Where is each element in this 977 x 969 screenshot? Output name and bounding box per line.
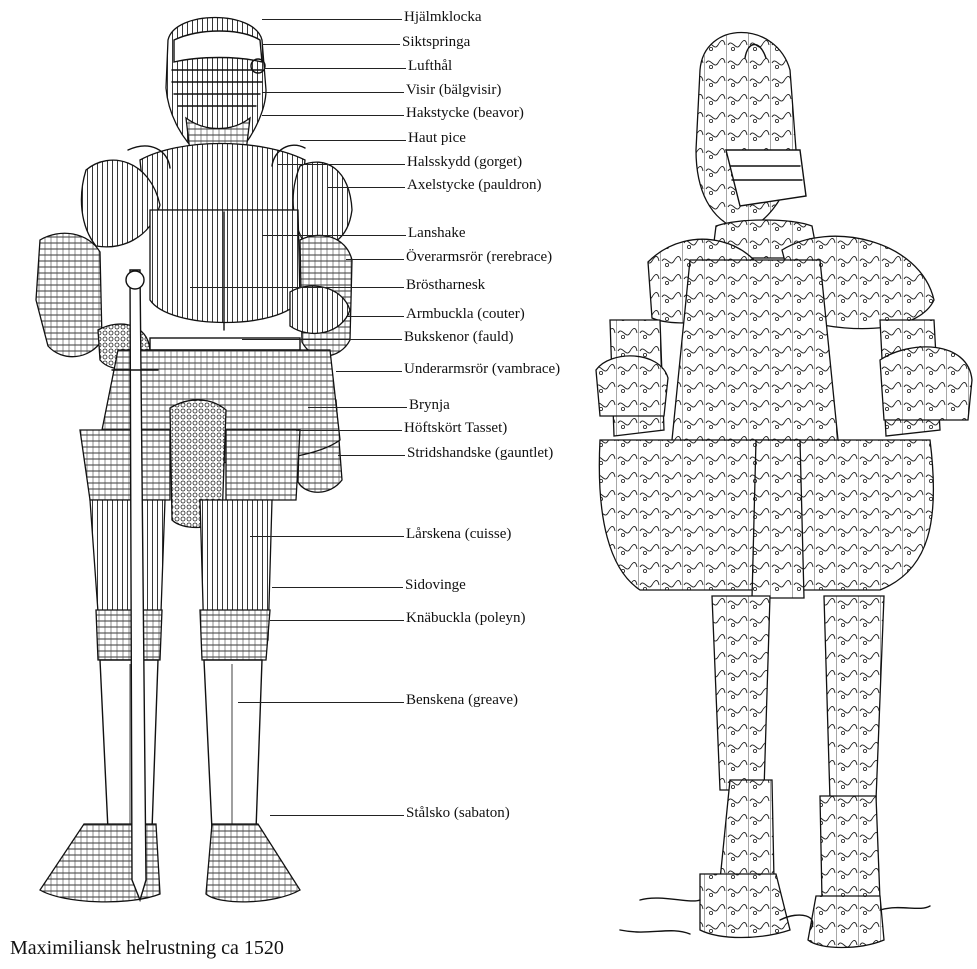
armor-front-figure <box>36 18 352 902</box>
leader-line-overarmsror <box>346 259 404 260</box>
leader-line-lufthal <box>264 68 406 69</box>
leader-line-knabuckla <box>270 620 404 621</box>
leader-line-bukskenor <box>242 339 402 340</box>
part-label-brynja: Brynja <box>409 396 450 414</box>
part-label-bukskenor: Bukskenor (fauld) <box>404 328 514 346</box>
part-label-overarmsror: Överarmsrör (rerebrace) <box>406 248 552 266</box>
leader-line-larskena <box>250 536 404 537</box>
part-label-stridshandske: Stridshandske (gauntlet) <box>407 444 553 462</box>
part-label-siktspringa: Siktspringa <box>402 33 470 51</box>
leader-line-hakstycke <box>262 115 404 116</box>
armor-ornamented-figure <box>596 33 972 948</box>
leader-line-hjalmklocka <box>262 19 402 20</box>
leader-line-sidovinge <box>272 587 403 588</box>
leader-line-siktspringa <box>262 44 400 45</box>
part-label-halsskydd: Halsskydd (gorget) <box>407 153 522 171</box>
leader-line-axelstycke <box>328 187 405 188</box>
leader-line-lanshake <box>262 235 406 236</box>
figure-caption: Maximiliansk helrustning ca 1520 <box>10 936 284 960</box>
leader-line-visir <box>262 92 404 93</box>
part-label-sidovinge: Sidovinge <box>405 576 466 594</box>
leader-line-stalsko <box>270 815 404 816</box>
part-label-benskena: Benskena (greave) <box>406 691 518 709</box>
leader-line-underarmsror <box>336 371 402 372</box>
part-label-lufthal: Lufthål <box>408 57 452 75</box>
part-label-axelstycke: Axelstycke (pauldron) <box>407 176 542 194</box>
part-label-visir: Visir (bälgvisir) <box>406 81 501 99</box>
part-label-haut-pice: Haut pice <box>408 129 466 147</box>
part-label-hjalmklocka: Hjälmklocka <box>404 8 481 26</box>
part-label-brostharnesk: Bröstharnesk <box>406 276 485 294</box>
part-label-hoftskort: Höftskört Tasset) <box>404 419 507 437</box>
leader-line-halsskydd <box>278 164 405 165</box>
leader-line-stridshandske <box>338 455 405 456</box>
part-label-larskena: Lårskena (cuisse) <box>406 525 511 543</box>
part-label-knabuckla: Knäbuckla (poleyn) <box>406 609 526 627</box>
part-label-underarmsror: Underarmsrör (vambrace) <box>404 360 560 378</box>
leader-line-brynja <box>308 407 407 408</box>
part-label-hakstycke: Hakstycke (beavor) <box>406 104 524 122</box>
part-label-lanshake: Lanshake <box>408 224 465 242</box>
leader-line-armbuckla <box>346 316 404 317</box>
part-label-armbuckla: Armbuckla (couter) <box>406 305 525 323</box>
leader-line-hoftskort <box>296 430 402 431</box>
leader-line-haut-pice <box>300 140 406 141</box>
leader-line-brostharnesk <box>190 287 404 288</box>
part-label-stalsko: Stålsko (sabaton) <box>406 804 510 822</box>
leader-line-benskena <box>238 702 404 703</box>
